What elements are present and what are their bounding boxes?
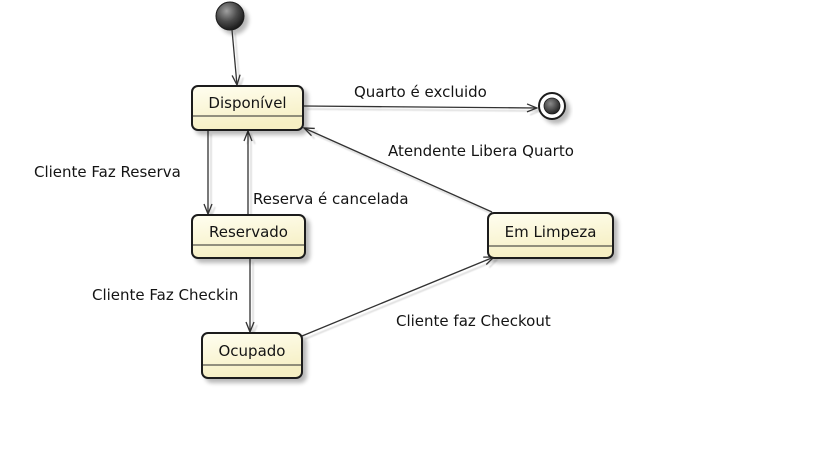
edge-ocupado-to-em-limpeza xyxy=(301,257,494,337)
edge-em-limpeza-to-disponivel xyxy=(304,128,493,213)
edge-initial-to-disponivel xyxy=(231,29,237,85)
final-state xyxy=(538,92,566,120)
state-reservado: Reservado xyxy=(191,214,306,259)
state-ocupado-label: Ocupado xyxy=(219,342,286,360)
edge-disponivel-to-final xyxy=(303,106,537,108)
state-ocupado: Ocupado xyxy=(201,332,303,379)
initial-state xyxy=(215,1,245,31)
state-disponivel: Disponível xyxy=(191,85,304,131)
state-em-limpeza-label: Em Limpeza xyxy=(505,223,597,241)
state-disponivel-label: Disponível xyxy=(208,94,286,112)
state-em-limpeza: Em Limpeza xyxy=(487,212,614,259)
transition-label-quarto-excluido: Quarto é excluido xyxy=(354,83,487,101)
transition-label-cliente-checkout: Cliente faz Checkout xyxy=(396,312,551,330)
transition-label-reserva-cancelada: Reserva é cancelada xyxy=(253,190,409,208)
transition-label-atendente-libera: Atendente Libera Quarto xyxy=(388,142,574,160)
transition-label-cliente-checkin: Cliente Faz Checkin xyxy=(92,286,238,304)
transition-label-cliente-reserva: Cliente Faz Reserva xyxy=(34,163,181,181)
state-reservado-label: Reservado xyxy=(209,223,288,241)
transition-edges xyxy=(208,29,537,337)
